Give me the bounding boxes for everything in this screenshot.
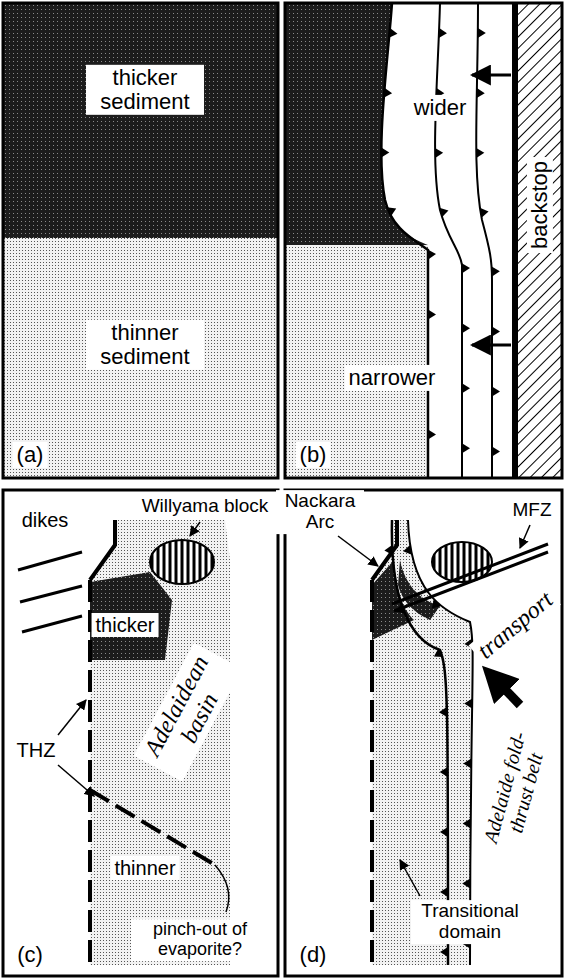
thrust-tooth: [428, 429, 436, 439]
dike-label: dikes: [18, 508, 73, 532]
thrust-tooth: [403, 545, 412, 555]
panel-a: [3, 3, 278, 478]
push-arrow: [472, 344, 511, 347]
transport-arrow: [492, 676, 520, 705]
thrust-tooth: [492, 327, 500, 337]
panel-frame: [285, 3, 562, 478]
panel-frame: [3, 490, 278, 976]
thrust-tooth: [462, 383, 470, 393]
region-label: thinner sediment: [86, 320, 204, 370]
thin-sediment: [3, 238, 278, 478]
thrust-tooth: [439, 28, 447, 38]
backstop-line: [512, 3, 518, 478]
band-label: narrower: [345, 365, 440, 391]
thrust-tooth: [439, 208, 448, 218]
note-label: pinch-out of evaporite?: [131, 919, 269, 961]
thrust-tooth: [435, 148, 443, 158]
thick-basin: [90, 572, 172, 660]
thrust-tooth: [462, 879, 470, 889]
push-arrow: [472, 74, 511, 77]
thrust-tooth: [428, 309, 436, 319]
thz-line: [370, 580, 374, 965]
region-label: thinner: [110, 856, 179, 880]
leader: [58, 765, 94, 796]
thrust-tooth: [384, 545, 392, 555]
thin-sediment: [285, 245, 428, 478]
thrust-tooth: [492, 267, 500, 277]
thrust-tooth: [440, 887, 448, 897]
thrust-tooth: [381, 148, 389, 158]
thrust-tooth: [478, 28, 486, 38]
panel-d: [285, 490, 562, 976]
thz-line: [90, 790, 215, 865]
thick-sediment: [3, 3, 278, 238]
backstop-label: backstop: [527, 157, 553, 253]
dike: [20, 586, 82, 602]
mfz-line: [392, 544, 548, 604]
thrust-fault: [435, 3, 462, 478]
panel-c: [3, 490, 278, 976]
thz-line: [88, 580, 92, 965]
thrust-tooth: [463, 759, 471, 769]
thrust-tooth: [462, 443, 470, 453]
panel-label: (d): [296, 942, 331, 968]
panel-frame: [285, 490, 562, 976]
thrust-tooth: [440, 827, 448, 837]
thrust-tooth: [439, 707, 447, 717]
belt-label: Adelaide fold-thrust belt: [474, 713, 557, 868]
block-label: Willyama block: [138, 495, 273, 518]
thrust-tooth: [389, 28, 397, 38]
thrust-tooth: [428, 249, 436, 259]
transport-label: transport: [468, 583, 561, 667]
thz-line: [90, 520, 115, 580]
thrust-front: [381, 3, 428, 478]
leader: [58, 700, 86, 735]
thrust-tooth: [434, 648, 443, 657]
zone-label: THZ: [13, 738, 60, 762]
thrust-tooth: [432, 599, 441, 608]
thick-sediment: [285, 3, 428, 245]
panel-label: (b): [296, 442, 331, 468]
backstop-hatch: [518, 3, 562, 478]
leader: [338, 536, 378, 566]
thrust-tooth: [477, 88, 485, 98]
basin-label: Adelaidean basin: [134, 643, 242, 782]
band-label: wider: [410, 95, 471, 121]
willyama-block: [150, 540, 214, 584]
leader: [400, 860, 420, 896]
domain-label: Transitional domain: [411, 900, 529, 944]
leader: [520, 525, 530, 548]
dike: [18, 552, 82, 570]
thrust-teeth: [381, 28, 500, 957]
fault-label: MFZ: [508, 499, 555, 522]
panel-frame: [3, 3, 278, 478]
thrust-tooth: [387, 207, 396, 216]
panel-label: (a): [13, 442, 48, 468]
region-label: thicker sediment: [86, 65, 204, 115]
thrust-tooth: [464, 699, 472, 709]
thrust-tooth: [492, 447, 500, 457]
evaporite-line: [215, 865, 229, 912]
panel-b: [285, 3, 562, 478]
thrust-tooth: [480, 208, 489, 218]
panel-label: (c): [13, 942, 47, 968]
region-label: thicker: [92, 613, 159, 637]
thrust-tooth: [476, 148, 484, 158]
thrust-tooth: [440, 767, 448, 777]
thrust-tooth: [463, 819, 471, 829]
thrust-tooth: [492, 387, 500, 397]
leader: [190, 522, 200, 536]
thrust-tooth: [396, 604, 405, 613]
dike: [22, 616, 82, 632]
thrust-tooth: [384, 88, 392, 98]
arc-label: Nackara Arc: [276, 490, 364, 534]
thrust-tooth: [462, 263, 470, 273]
thrust-tooth: [440, 947, 448, 957]
thrust-tooth: [462, 323, 470, 333]
